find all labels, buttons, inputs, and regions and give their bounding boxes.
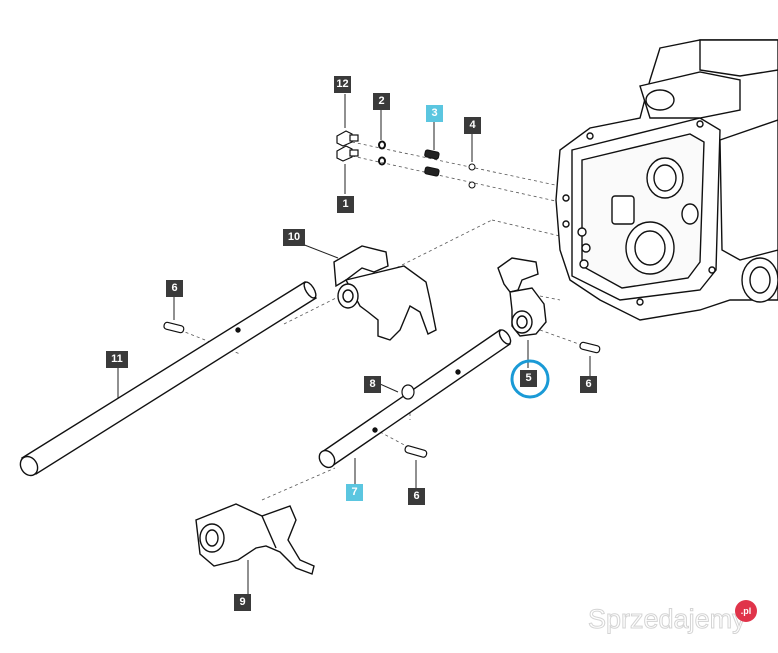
- transmission-housing: [555, 39, 778, 321]
- leader-lines: [117, 94, 591, 596]
- o-rings: [378, 140, 386, 166]
- callout-10: 10: [283, 229, 305, 246]
- shift-fork-5: [497, 257, 547, 337]
- springs: [424, 149, 440, 177]
- watermark-badge: .pl: [735, 600, 757, 622]
- watermark: Sprzedajemy .pl: [588, 600, 778, 640]
- callout-2: 2: [373, 93, 390, 110]
- shift-fork-9: [195, 503, 315, 575]
- callout-4: 4: [464, 117, 481, 134]
- watermark-text: Sprzedajemy: [588, 604, 747, 635]
- detent-balls: [468, 163, 476, 189]
- roll-pins: [163, 321, 601, 458]
- callout-8: 8: [364, 376, 381, 393]
- callout-12: 12: [334, 76, 351, 93]
- highlight-circle: [510, 359, 550, 399]
- callout-6b: 6: [580, 376, 597, 393]
- callout-6a: 6: [166, 280, 183, 297]
- plug-8: [401, 384, 415, 400]
- callout-6c: 6: [408, 488, 425, 505]
- shift-rod-11: [19, 281, 317, 477]
- callout-7: 7: [346, 484, 363, 501]
- callout-11: 11: [106, 351, 128, 368]
- shift-fork-10: [333, 245, 437, 341]
- shift-rod-7: [318, 329, 512, 469]
- callout-1: 1: [337, 196, 354, 213]
- callout-9: 9: [234, 594, 251, 611]
- bolts: [336, 130, 359, 162]
- callout-5: 5: [520, 370, 537, 387]
- callout-3: 3: [426, 105, 443, 122]
